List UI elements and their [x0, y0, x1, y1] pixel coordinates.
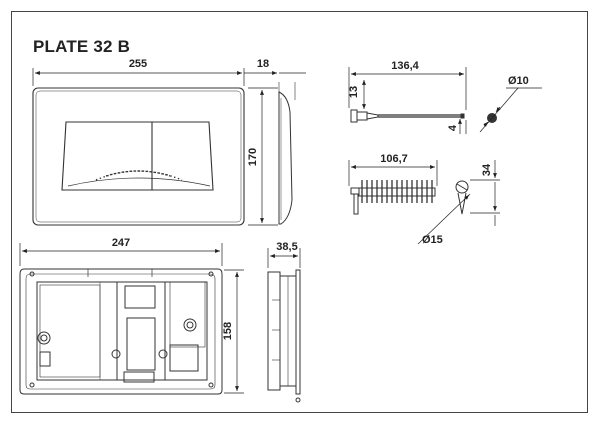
dim-plate-depth: 18 [257, 58, 269, 70]
drawing-frame [11, 11, 588, 413]
screw-view [350, 180, 436, 215]
plate-side-view [278, 82, 296, 225]
dim-screw-height: 34 [481, 163, 493, 176]
actuator-rod-view [350, 109, 465, 123]
dim-rod-offset: 13 [348, 86, 360, 98]
front-plate-view [32, 87, 245, 226]
dim-plate-width: 255 [129, 58, 147, 70]
frame-side-view [267, 269, 301, 403]
dim-screw-diameter: Ø15 [422, 234, 443, 246]
dim-frame-depth: 38,5 [276, 241, 297, 253]
screw-section-view [455, 180, 469, 215]
dim-screw-length: 106,7 [380, 153, 408, 165]
dim-rod-tip: 4 [447, 124, 459, 131]
rod-section-view [479, 87, 542, 133]
dim-frame-width: 247 [112, 237, 130, 249]
dim-frame-height: 158 [222, 322, 234, 340]
dim-rod-length: 136,4 [391, 60, 419, 72]
mounting-frame-view [19, 268, 223, 395]
drawing-title: PLATE 32 B [33, 37, 131, 56]
dim-rod-diameter: Ø10 [508, 75, 529, 87]
dim-plate-height: 170 [247, 148, 259, 166]
